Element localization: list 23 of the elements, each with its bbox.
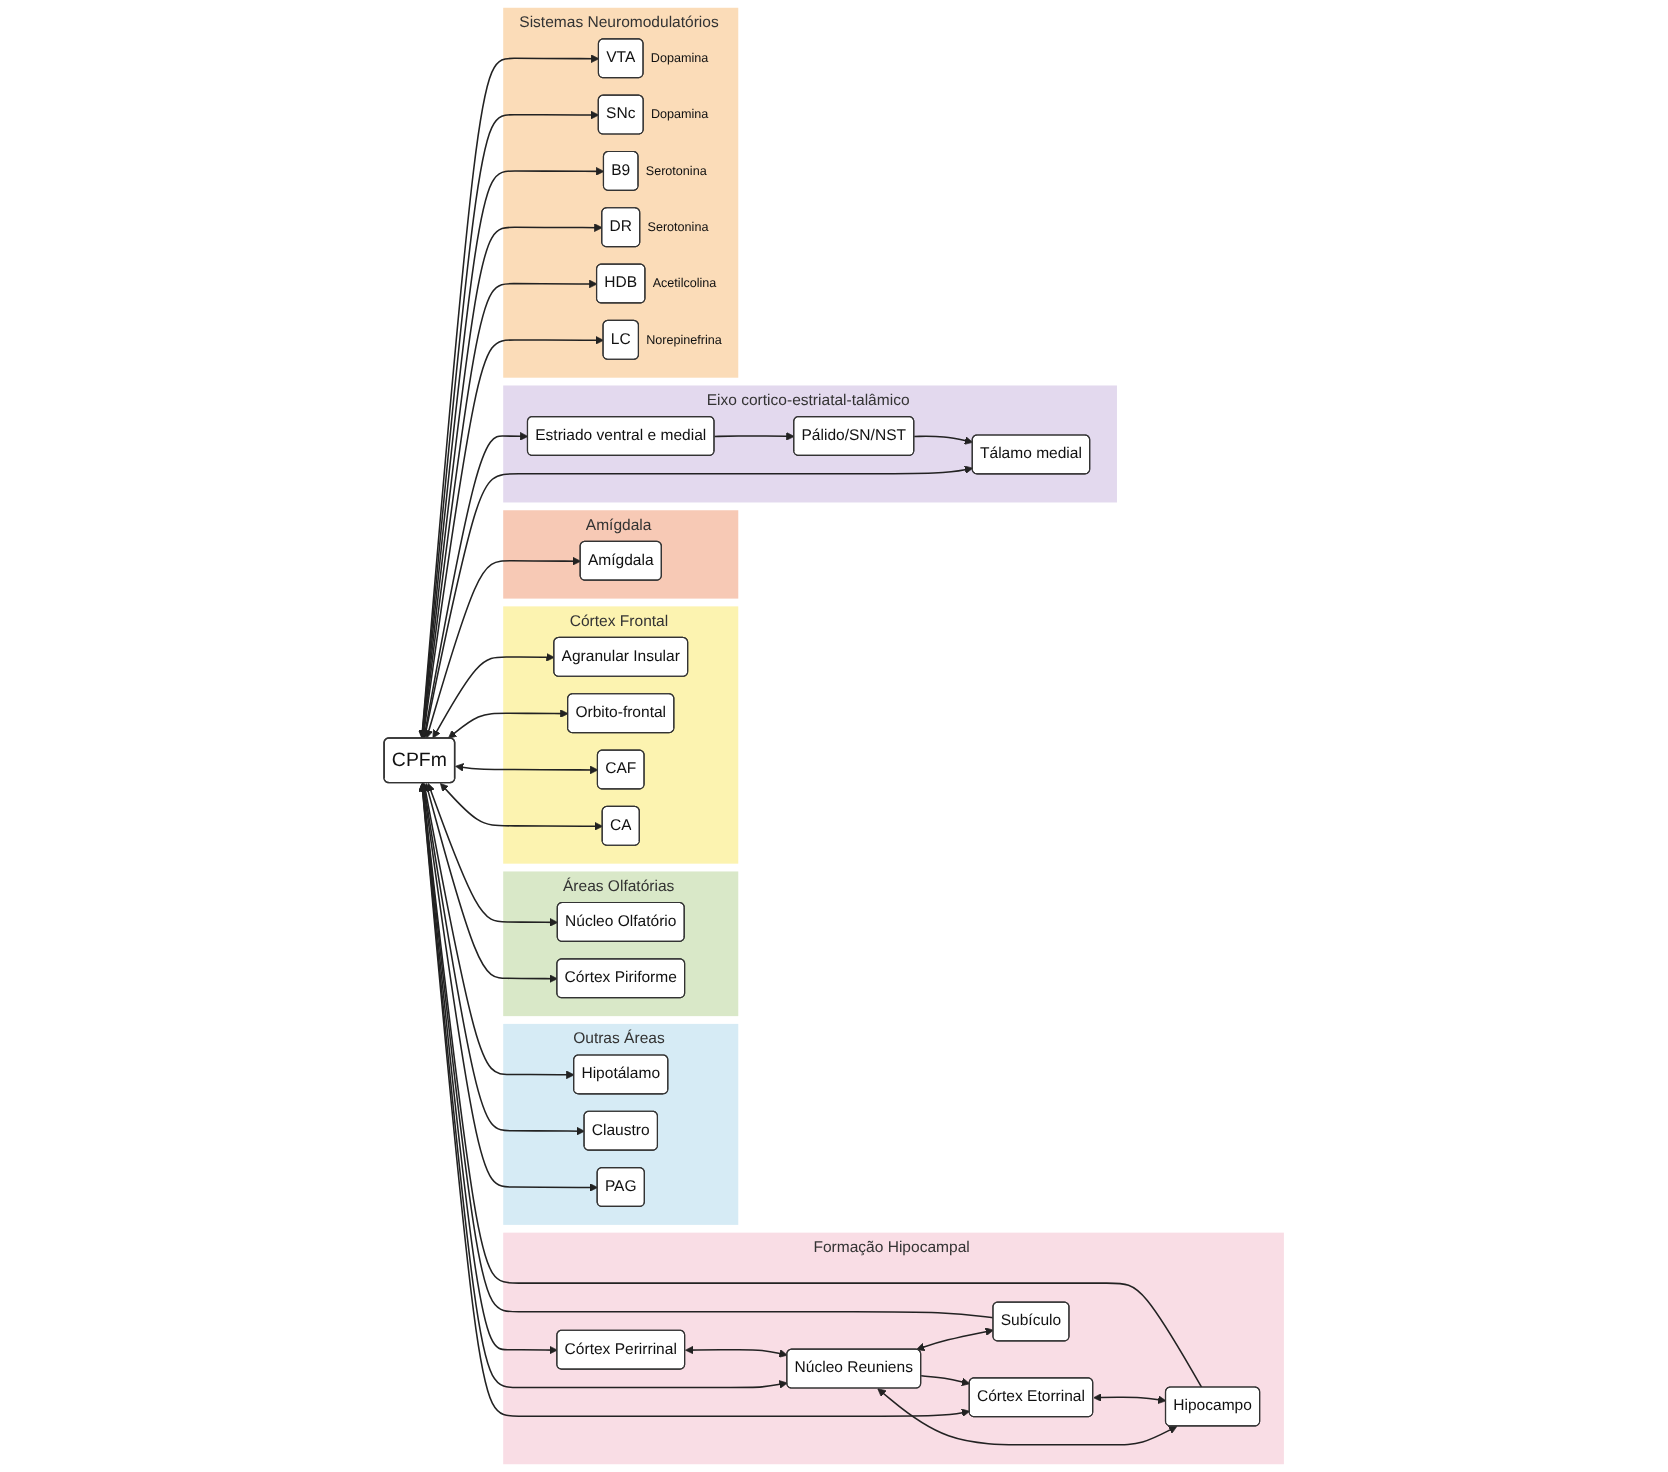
arrow — [913, 435, 974, 445]
arrow — [423, 783, 558, 983]
arrow — [418, 783, 971, 1417]
arrow — [421, 465, 974, 739]
arrow — [877, 1388, 1178, 1446]
arrow — [455, 763, 599, 775]
arrow — [432, 653, 555, 739]
arrow — [421, 783, 575, 1080]
arrow — [426, 783, 559, 927]
arrow — [713, 432, 795, 441]
arrow — [448, 709, 569, 739]
arrow — [424, 556, 581, 739]
arrow — [418, 783, 788, 1389]
arrow — [418, 783, 558, 1355]
arrow — [920, 1375, 971, 1387]
arrow — [419, 783, 598, 1192]
arrow — [685, 1345, 788, 1358]
arrow — [420, 783, 585, 1136]
arrow — [419, 782, 1203, 1389]
arrow — [1093, 1393, 1167, 1404]
arrow — [440, 783, 604, 831]
arrow — [418, 782, 995, 1319]
arrow — [916, 1327, 994, 1352]
